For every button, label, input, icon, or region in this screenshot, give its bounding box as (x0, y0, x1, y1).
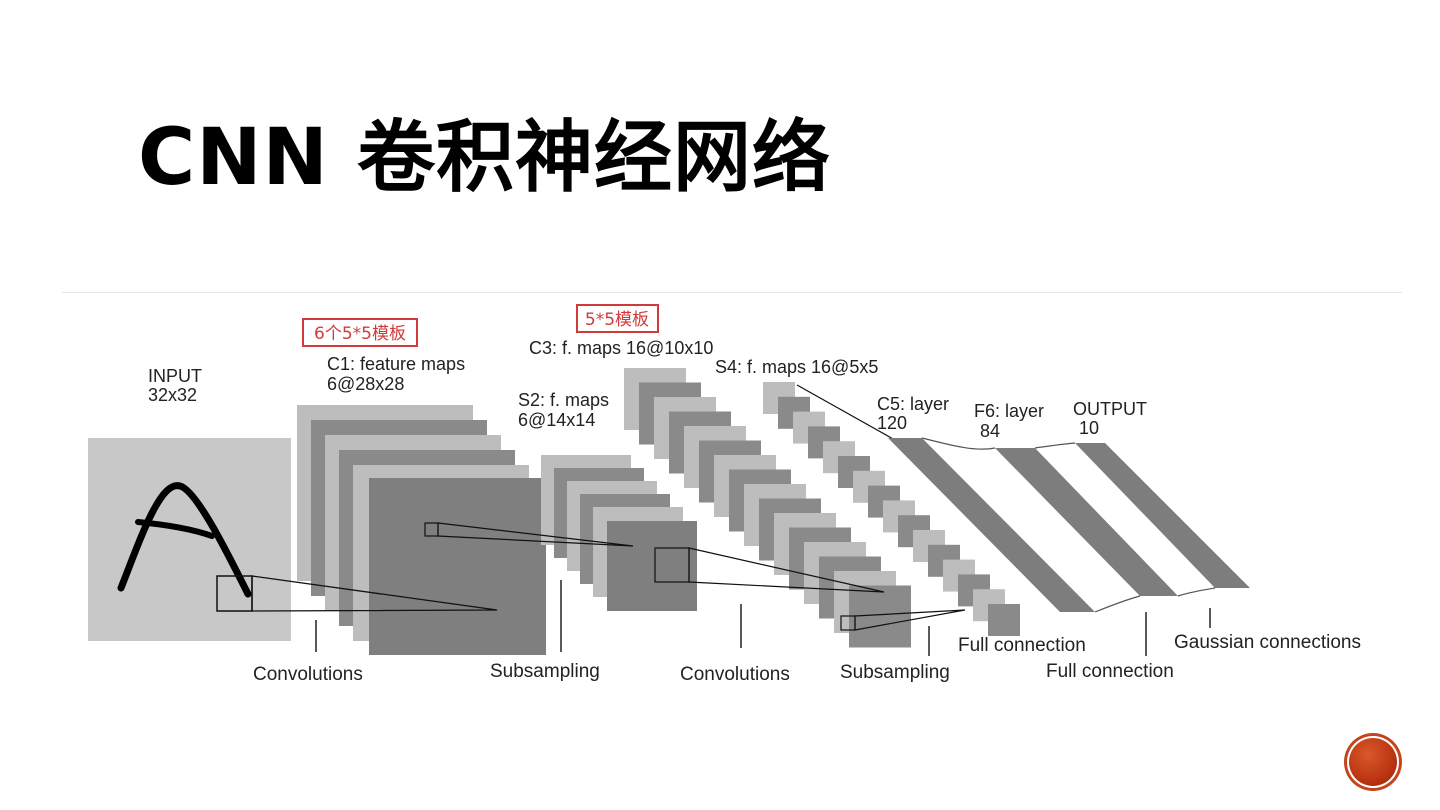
operation-label-subsampling-2: Subsampling (840, 662, 950, 683)
handwritten-letter-a-bar (135, 519, 215, 539)
operation-ticks (315, 580, 1211, 656)
c5-band (888, 438, 1095, 612)
s2-to-c3-connection (688, 547, 885, 593)
layer-label-f6: F6: layer (974, 401, 1044, 421)
operation-label-convolutions-2: Convolutions (680, 664, 790, 685)
output-band (1075, 443, 1250, 588)
layer-size-c5: 120 (877, 413, 907, 433)
slide-title: CNN 卷积神经网络 (138, 113, 831, 203)
annotation-c3-text: 5*5模板 (585, 310, 649, 330)
s2-feature-maps (541, 455, 697, 611)
layer-label-c5: C5: layer (877, 394, 949, 414)
layer-label-input: INPUT (148, 366, 202, 386)
annotation-box-c3: 5*5模板 (576, 304, 659, 333)
layer-size-c1: 6@28x28 (327, 374, 404, 394)
s4-to-c5-line (796, 384, 896, 441)
fully-connected-layers (888, 437, 1250, 613)
c1-map-6 (369, 478, 546, 655)
layer-label-output: OUTPUT (1073, 399, 1147, 419)
c1-feature-maps (297, 405, 546, 655)
annotation-box-c1: 6个5*5模板 (302, 318, 418, 347)
title-divider (62, 292, 1402, 293)
f6-band (995, 448, 1178, 596)
c3-feature-maps (624, 368, 911, 648)
input-to-c1-connection (251, 575, 498, 612)
layer-size-output: 10 (1079, 418, 1099, 438)
handwritten-letter-a (117, 482, 252, 598)
layer-label-s4: S4: f. maps 16@5x5 (715, 357, 878, 377)
layer-label-c3: C3: f. maps 16@10x10 (529, 338, 713, 358)
s4-feature-maps (763, 382, 1020, 636)
operation-label-full-connection-1: Full connection (958, 635, 1086, 656)
layer-size-input: 32x32 (148, 385, 197, 405)
c1-to-s2-connection (437, 522, 634, 547)
fc-link-top-1 (921, 437, 996, 450)
c3-map-16 (849, 585, 911, 648)
fc-link-bottom-2 (1177, 587, 1216, 597)
layer-label-s2: S2: f. maps (518, 390, 609, 410)
s2-map-6 (607, 521, 697, 611)
operation-label-gaussian-connections: Gaussian connections (1174, 632, 1361, 653)
layer-size-f6: 84 (980, 421, 1000, 441)
operation-label-convolutions-1: Convolutions (253, 664, 363, 685)
input-layer (88, 438, 291, 641)
layer-size-s2: 6@14x14 (518, 410, 595, 430)
input-image (88, 438, 291, 641)
operation-label-full-connection-2: Full connection (1046, 661, 1174, 682)
operation-label-subsampling-1: Subsampling (490, 661, 600, 682)
s4-map-16 (988, 604, 1020, 636)
layer-label-c1: C1: feature maps (327, 354, 465, 374)
fc-link-bottom-1 (1094, 595, 1141, 613)
fc-link-top-2 (1034, 442, 1076, 449)
annotation-c1-text: 6个5*5模板 (314, 324, 406, 344)
circle-nav-button[interactable] (1347, 736, 1399, 788)
c3-to-s4-connection (854, 609, 966, 631)
